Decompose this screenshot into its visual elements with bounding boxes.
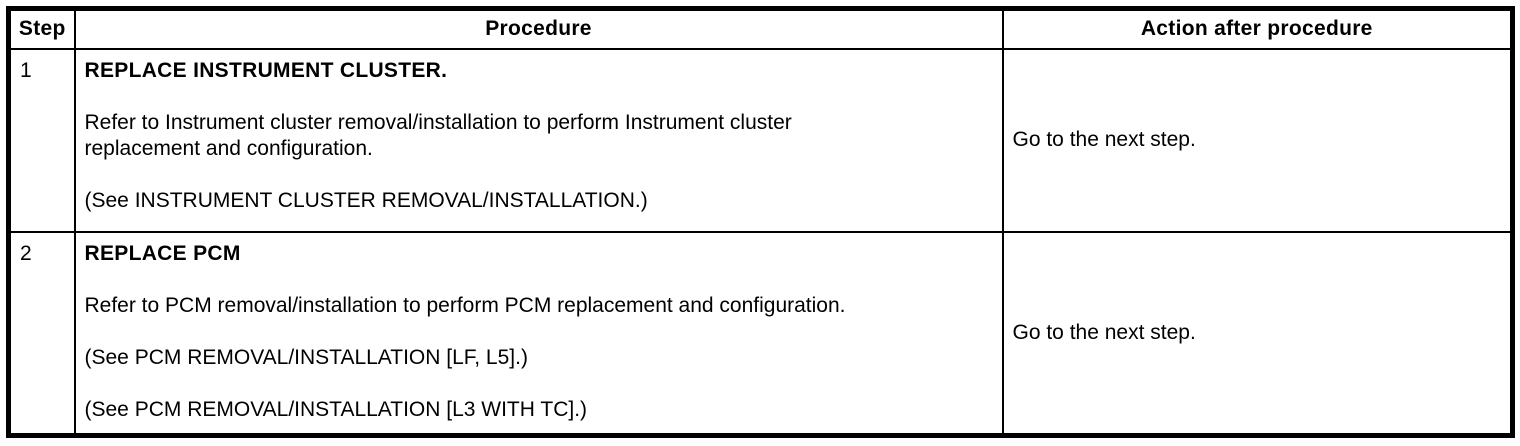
column-header-procedure: Procedure bbox=[73, 7, 1004, 50]
procedure-reference: (See INSTRUMENT CLUSTER REMOVAL/INSTALLA… bbox=[84, 188, 648, 212]
action-cell: Go to the next step. bbox=[1001, 230, 1514, 437]
procedure-cell: REPLACE INSTRUMENT CLUSTER. Refer to Ins… bbox=[73, 47, 1004, 233]
table-row: 2 REPLACE PCM Refer to PCM removal/insta… bbox=[7, 230, 1514, 437]
table-header-row: Step Procedure Action after procedure bbox=[7, 7, 1514, 50]
troubleshooting-table: Step Procedure Action after procedure 1 … bbox=[6, 6, 1515, 438]
procedure-body: Refer to Instrument cluster removal/inst… bbox=[84, 110, 792, 160]
action-text: Go to the next step. bbox=[1012, 128, 1196, 151]
procedure-cell: REPLACE PCM Refer to PCM removal/install… bbox=[73, 230, 1004, 437]
table-row: 1 REPLACE INSTRUMENT CLUSTER. Refer to I… bbox=[7, 47, 1514, 233]
column-header-action: Action after procedure bbox=[1001, 7, 1514, 50]
procedure-body: Refer to PCM removal/installation to per… bbox=[84, 293, 846, 317]
procedure-reference: (See PCM REMOVAL/INSTALLATION [LF, L5].) bbox=[84, 345, 528, 369]
step-number: 2 bbox=[7, 230, 76, 437]
action-cell: Go to the next step. bbox=[1001, 47, 1514, 233]
procedure-title: REPLACE INSTRUMENT CLUSTER. bbox=[84, 58, 448, 82]
procedure-title: REPLACE PCM bbox=[84, 241, 241, 265]
step-number: 1 bbox=[7, 47, 76, 233]
procedure-reference: (See PCM REMOVAL/INSTALLATION [L3 WITH T… bbox=[84, 397, 588, 421]
column-header-step: Step bbox=[7, 7, 76, 50]
action-text: Go to the next step. bbox=[1012, 320, 1196, 344]
